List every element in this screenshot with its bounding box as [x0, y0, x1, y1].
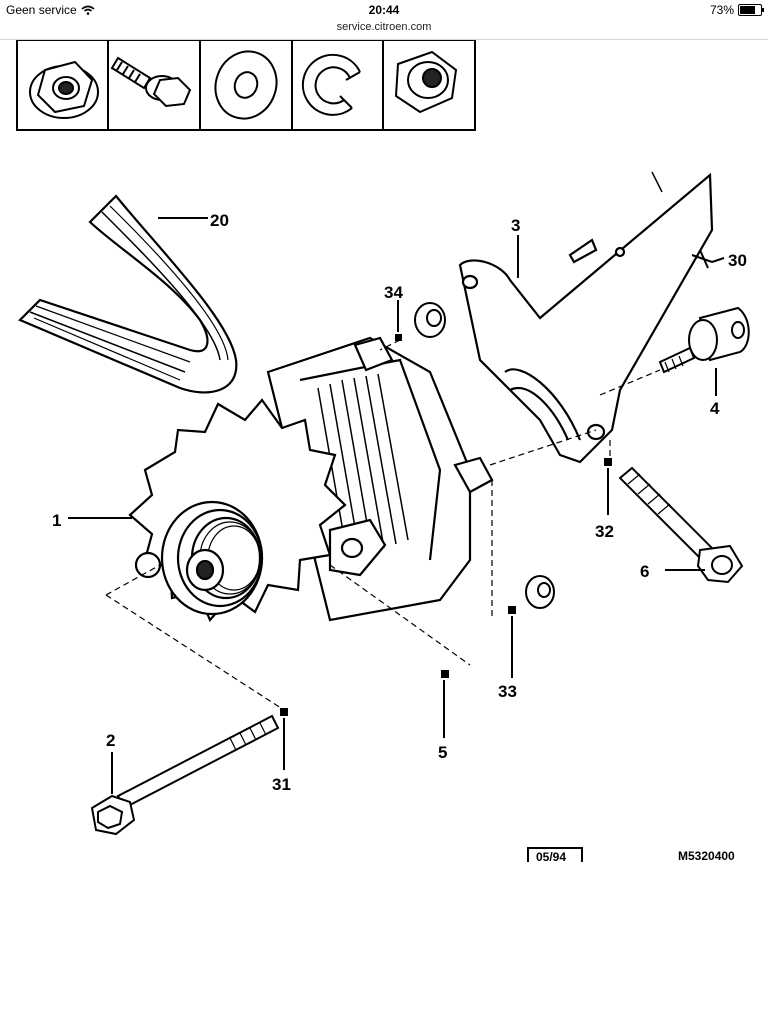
washer-5: [441, 670, 449, 678]
collar-nut-icon: [394, 50, 458, 114]
circlip-icon: [301, 53, 361, 116]
header-number-3: 31: [270, 40, 284, 41]
alternator: [128, 336, 494, 623]
callout-20: 20: [210, 211, 229, 230]
washer-32: [604, 458, 612, 466]
leader-lines: [68, 217, 725, 794]
carrier-label: Geen service: [6, 3, 77, 17]
washer-34: [395, 334, 402, 341]
fastener-header-strip: 8 30 31 34: [16, 40, 476, 131]
drive-belt: [18, 194, 238, 394]
header-number-2: 30: [175, 40, 189, 41]
callout-32: 32: [595, 522, 614, 541]
alignment-lines: [105, 339, 661, 711]
callout-30: 30: [728, 251, 747, 270]
url-text: service.citroen.com: [336, 21, 432, 33]
spacer-sleeve: [658, 306, 750, 374]
hex-flange-nut-icon: [29, 60, 99, 119]
battery-percent: 73%: [709, 3, 734, 17]
reference-code: M5320400: [678, 849, 735, 863]
callout-3: 3: [511, 216, 520, 235]
callout-31: 31: [272, 775, 291, 794]
callout-2: 2: [106, 731, 115, 750]
clock: 20:44: [368, 3, 400, 17]
callout-6: 6: [640, 562, 649, 581]
header-number-1: 8: [95, 40, 102, 41]
callout-4: 4: [710, 399, 720, 418]
nut-33: [525, 575, 555, 609]
mounting-bracket: [458, 171, 714, 464]
header-number-5: 34: [450, 40, 464, 41]
status-bar: Geen service 20:44 73%: [0, 0, 768, 20]
status-right: 73%: [709, 3, 764, 17]
washer-33: [508, 606, 516, 614]
alternator-exploded-diagram: 8 30 31 34: [16, 40, 750, 864]
date-code-box: 05/94: [527, 847, 583, 864]
washer-icon: [214, 50, 278, 120]
flange-bolt-icon: [110, 56, 192, 108]
url-bar[interactable]: service.citroen.com: [0, 20, 768, 40]
washer-31: [280, 708, 288, 716]
wifi-icon: [81, 5, 95, 15]
date-code: 05/94: [536, 850, 566, 864]
long-bolt-6: [618, 466, 744, 584]
status-left: Geen service: [6, 3, 95, 17]
callout-1: 1: [52, 511, 61, 530]
long-bolt-2: [90, 714, 280, 836]
battery-fill: [740, 6, 755, 14]
battery-icon: [738, 4, 764, 16]
callout-33: 33: [498, 682, 517, 701]
callout-34: 34: [384, 283, 403, 302]
nut-34: [414, 302, 446, 338]
callout-5: 5: [438, 743, 447, 762]
